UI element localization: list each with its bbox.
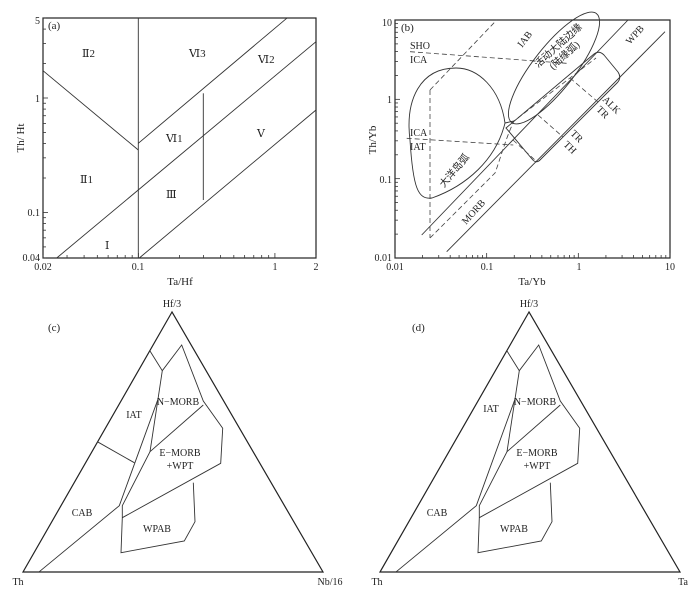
ternary-frame xyxy=(378,310,682,573)
region-label: CAB xyxy=(427,508,448,519)
region-label: E−MORB xyxy=(159,448,201,459)
panel-tag: (a) xyxy=(48,20,61,32)
dashed-boundary xyxy=(429,19,497,91)
field-boundary xyxy=(479,344,581,519)
x-tick-label: 10 xyxy=(665,262,675,273)
region-label: Ⅴ xyxy=(256,128,266,140)
boundary-line xyxy=(138,17,287,144)
y-tick-label: 10 xyxy=(382,18,392,29)
region-label: Ⅵ1 xyxy=(165,133,183,145)
y-tick-label: 0.1 xyxy=(28,208,41,219)
panel-tag: (b) xyxy=(401,22,414,34)
panel-b: (b) SHO ICA ICA IAT IAB 活动大陆边缘 (陆缘弧) WPB… xyxy=(367,11,675,288)
region-label: +WPT xyxy=(167,461,194,472)
field-label: 大洋岛弧 xyxy=(436,151,472,190)
y-tick-label: 0.04 xyxy=(23,253,41,264)
field-label: SHO xyxy=(410,41,430,52)
region-label: WPAB xyxy=(143,524,171,535)
field-boundary xyxy=(97,441,135,464)
x-axis-title: Ta/Yb xyxy=(518,276,546,288)
ica-iat-boundary xyxy=(406,137,514,146)
x-tick-label: 0.02 xyxy=(34,262,52,273)
panel-d: Hf/3 (d) Th Ta IAT N−MORB E−MORB +WPT CA… xyxy=(371,299,688,588)
y-axis-title: Th/Yb xyxy=(367,125,379,154)
morb-array-lower xyxy=(446,31,666,253)
plot-frame xyxy=(394,19,671,259)
x-tick-label: 0.01 xyxy=(386,262,404,273)
panel-tag: (c) xyxy=(48,322,61,334)
region-label: WPAB xyxy=(500,524,528,535)
region-label: +WPT xyxy=(524,461,551,472)
apex-label: Hf/3 xyxy=(520,299,538,310)
wpb-field xyxy=(505,51,621,163)
region-label: Ⅵ3 xyxy=(188,48,206,60)
axis-ticks xyxy=(394,19,671,259)
field-boundary xyxy=(39,398,159,573)
field-label: ICA xyxy=(410,128,428,139)
oceanic-arc-field xyxy=(408,67,506,199)
field-label: IAB xyxy=(516,29,535,50)
y-axis-title: Th/ Ht xyxy=(15,123,27,152)
region-label: IAT xyxy=(483,404,499,415)
left-vertex-label: Th xyxy=(371,577,382,588)
field-label: IAT xyxy=(410,142,426,153)
field-boundary xyxy=(149,404,204,453)
region-label: IAT xyxy=(126,410,142,421)
y-tick-label: 0.1 xyxy=(380,175,393,186)
sho-ica-boundary xyxy=(409,51,567,64)
region-label: Ⅱ1 xyxy=(80,174,93,186)
y-tick-label: 1 xyxy=(35,94,40,105)
tr-th-boundary xyxy=(537,114,564,138)
field-boundary xyxy=(506,404,561,453)
x-tick-label: 0.1 xyxy=(481,262,494,273)
y-tick-label: 0.01 xyxy=(375,253,393,264)
ternary-frame xyxy=(21,310,325,573)
field-label: WPB xyxy=(624,23,647,47)
alk-tr-boundary xyxy=(569,77,599,103)
x-tick-label: 1 xyxy=(273,262,278,273)
axis-ticks xyxy=(42,17,317,259)
field-boundary xyxy=(396,398,516,573)
field-boundary xyxy=(120,370,196,554)
region-label: Ⅲ xyxy=(166,189,177,201)
region-label: E−MORB xyxy=(516,448,558,459)
panel-a: (a) Ⅱ2 Ⅵ3 Ⅵ2 Ⅵ1 Ⅴ Ⅱ1 Ⅲ Ⅰ 0.02 0.1 1 2 5 … xyxy=(15,16,319,288)
active-margin-field xyxy=(507,11,601,125)
x-tick-label: 1 xyxy=(577,262,582,273)
field-boundary xyxy=(477,370,553,554)
panel-tag: (d) xyxy=(412,322,425,334)
region-label: Ⅱ2 xyxy=(82,48,95,60)
y-tick-label: 1 xyxy=(387,95,392,106)
apex-label: Hf/3 xyxy=(163,299,181,310)
region-label: CAB xyxy=(72,508,93,519)
region-label: N−MORB xyxy=(514,397,557,408)
right-vertex-label: Nb/16 xyxy=(318,577,343,588)
region-label: Ⅰ xyxy=(105,240,109,252)
field-boundary xyxy=(122,344,224,519)
boundary-line xyxy=(139,109,317,259)
field-label: MORB xyxy=(460,198,488,227)
boundary-line xyxy=(504,120,515,124)
tr-th-boundary xyxy=(512,139,537,162)
boundary-line xyxy=(42,70,139,151)
morb-array-upper xyxy=(421,19,629,236)
x-tick-label: 0.1 xyxy=(132,262,145,273)
region-label: Ⅵ2 xyxy=(257,54,275,66)
panel-c: Hf/3 (c) Th Nb/16 IAT N−MORB E−MORB +WPT… xyxy=(12,299,342,588)
y-tick-label: 5 xyxy=(35,16,40,27)
right-vertex-label: Ta xyxy=(678,577,688,588)
left-vertex-label: Th xyxy=(12,577,23,588)
x-tick-label: 2 xyxy=(314,262,319,273)
x-axis-title: Ta/Hf xyxy=(167,276,193,288)
boundary-line xyxy=(56,41,317,259)
region-label: N−MORB xyxy=(157,397,200,408)
field-label: ICA xyxy=(410,55,428,66)
